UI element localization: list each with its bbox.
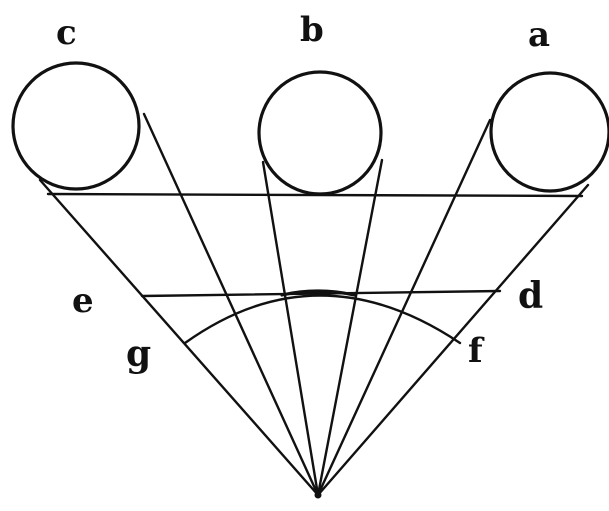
circle-c: [11, 61, 141, 191]
circle-a: [489, 71, 609, 193]
ray-b-right: [316, 158, 384, 497]
circle-b: [257, 70, 383, 196]
label-e: e: [72, 281, 94, 321]
arc-g-f: [183, 294, 462, 345]
ray-b-left: [261, 160, 320, 497]
label-d: d: [518, 275, 543, 317]
outer-line-right: [316, 183, 590, 497]
label-g: g: [126, 333, 151, 375]
middle-horizontal-line-e-d: [140, 289, 502, 298]
outer-line-left: [38, 178, 320, 497]
label-a: a: [528, 15, 550, 55]
ray-a-inner: [316, 118, 492, 497]
label-f: f: [468, 331, 485, 371]
top-horizontal-line: [46, 192, 584, 198]
arc-highlight: [280, 289, 356, 297]
ray-c-inner: [142, 112, 320, 497]
label-c: c: [56, 13, 77, 53]
apex-point: [314, 491, 322, 499]
label-b: b: [300, 10, 324, 50]
